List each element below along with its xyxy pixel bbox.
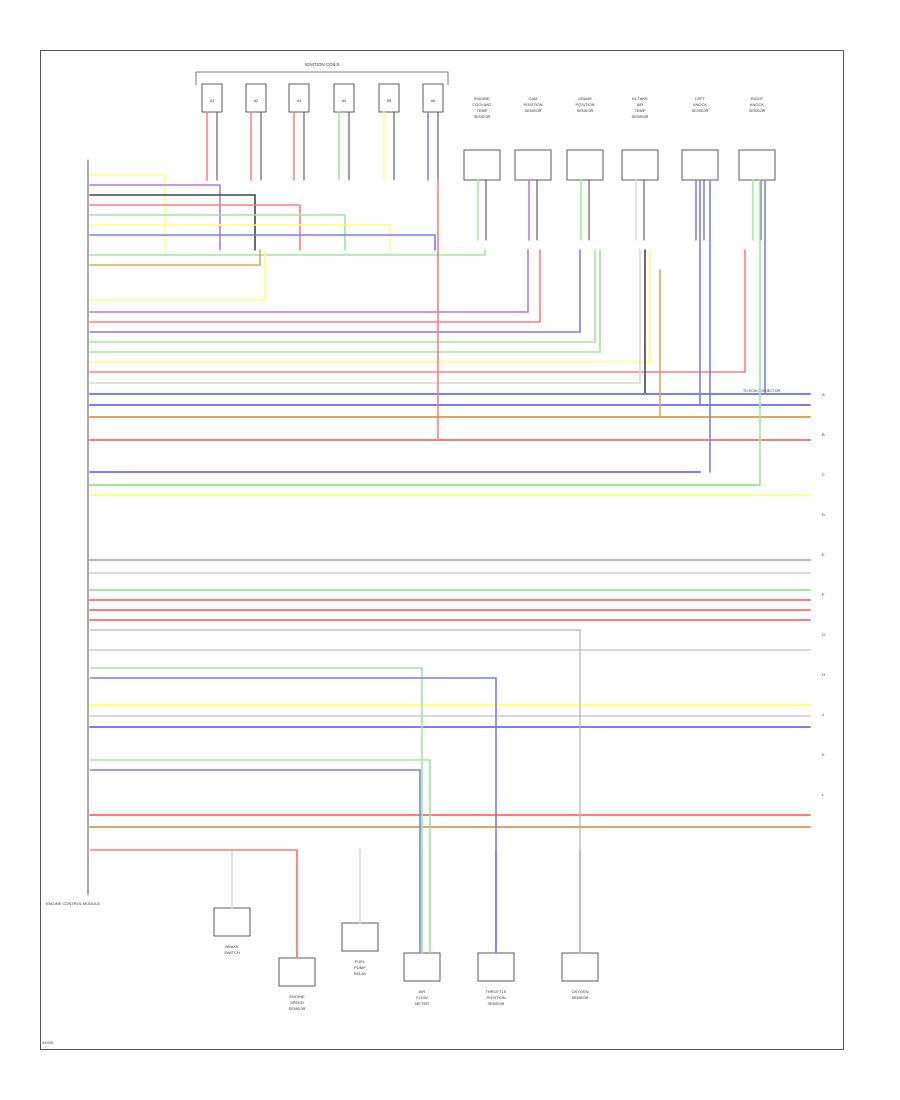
sensor-label: POSITION: [523, 102, 542, 107]
connector-letter: E: [822, 552, 825, 557]
bottom-component-label: FLOW: [416, 995, 428, 1000]
bottom-component-label: SPEED: [290, 1000, 304, 1005]
connector-letter: A: [822, 392, 825, 397]
diagram-frame: [40, 50, 844, 1050]
ignition-coil-box: [245, 83, 267, 113]
bottom-wire: [90, 677, 497, 953]
ignition-coil-label: #5: [387, 98, 392, 103]
sensor-label: COOLANT: [472, 102, 492, 107]
bottom-component-label: SWITCH: [224, 950, 240, 955]
connector-letter: L: [822, 792, 825, 797]
bottom-component-label: AIR: [419, 989, 426, 994]
sensor-box: [514, 149, 552, 181]
sensor-label: CRANK: [578, 96, 592, 101]
ignition-coil-label: #3: [297, 98, 302, 103]
sensor-label: LEFT: [695, 96, 705, 101]
sensor-label: POSITION: [575, 102, 594, 107]
bottom-wire: [90, 849, 298, 958]
bottom-component-label: FUEL: [355, 959, 366, 964]
bottom-component-label: SENSOR: [572, 995, 589, 1000]
sensor-box: [621, 149, 659, 181]
sensor-label: KNOCK: [750, 102, 765, 107]
bottom-wire: [90, 759, 431, 953]
bottom-wire: [90, 769, 421, 953]
bottom-component-label: RELAY: [354, 971, 367, 976]
ignition-coil-box: [422, 83, 444, 113]
sensor-label: SENSOR: [577, 108, 594, 113]
bottom-component-box: [403, 952, 441, 982]
sensor-label: TEMP: [634, 108, 645, 113]
bottom-component-label: BRAKE: [225, 944, 239, 949]
coil-group-bracket: [195, 71, 449, 85]
sensor-label: RIGHT: [751, 96, 764, 101]
sensor-box: [463, 149, 501, 181]
bottom-component-label: METER: [415, 1001, 429, 1006]
ignition-coil-label: #2: [254, 98, 259, 103]
connector-letter: C: [822, 472, 825, 477]
sensor-label: SENSOR: [474, 114, 491, 119]
sensor-label: CAM: [529, 96, 538, 101]
sensor-box: [738, 149, 776, 181]
connector-letter: B: [822, 432, 825, 437]
connector-letter: H: [822, 672, 825, 677]
bottom-component-box: [278, 957, 316, 987]
ignition-coil-box: [333, 83, 355, 113]
bottom-component-label: POSITION: [486, 995, 505, 1000]
bottom-component-label: SENSOR: [488, 1001, 505, 1006]
page-id: 94930: [42, 1040, 54, 1045]
ignition-coil-label: #1: [210, 98, 215, 103]
bottom-component-box: [213, 907, 251, 937]
sensor-label: TEMP: [476, 108, 487, 113]
sensor-label: AIR: [637, 102, 644, 107]
bottom-wire: [90, 629, 581, 953]
bottom-component-label: THROTTLE: [485, 989, 506, 994]
ignition-coil-label: #6: [431, 98, 436, 103]
coil-group-title: IGNITION COILS: [305, 62, 340, 67]
sensor-label: SENSOR: [525, 108, 542, 113]
bottom-wire: [90, 667, 423, 953]
bottom-component-box: [341, 922, 379, 952]
bottom-component-box: [477, 952, 515, 982]
ignition-coil-box: [378, 83, 400, 113]
connector-letter: G: [822, 632, 825, 637]
sensor-label: IN-TAKE: [632, 96, 648, 101]
sensor-label: KNOCK: [693, 102, 708, 107]
connector-letter: F: [822, 592, 825, 597]
ignition-coil-label: #4: [342, 98, 347, 103]
bottom-component-label: ENGINE: [289, 994, 305, 999]
sensor-box: [681, 149, 719, 181]
connector-note: TO ECM CONNECTOR: [743, 389, 780, 393]
sensor-label: SENSOR: [749, 108, 766, 113]
bottom-component-label: PUMP: [354, 965, 366, 970]
bottom-component-box: [561, 952, 599, 982]
sensor-label: ENGINE: [474, 96, 490, 101]
ignition-coil-box: [288, 83, 310, 113]
connector-letter: J: [822, 712, 824, 717]
sensor-label: SENSOR: [632, 114, 649, 119]
connector-letter: D: [822, 512, 825, 517]
bottom-component-label: OXYGEN: [571, 989, 588, 994]
sensor-label: SENSOR: [692, 108, 709, 113]
bottom-component-label: SENSOR: [289, 1006, 306, 1011]
connector-letter: K: [822, 752, 825, 757]
ignition-coil-box: [201, 83, 223, 113]
ecm-label: ENGINE CONTROL MODULE: [46, 901, 100, 906]
sensor-box: [566, 149, 604, 181]
